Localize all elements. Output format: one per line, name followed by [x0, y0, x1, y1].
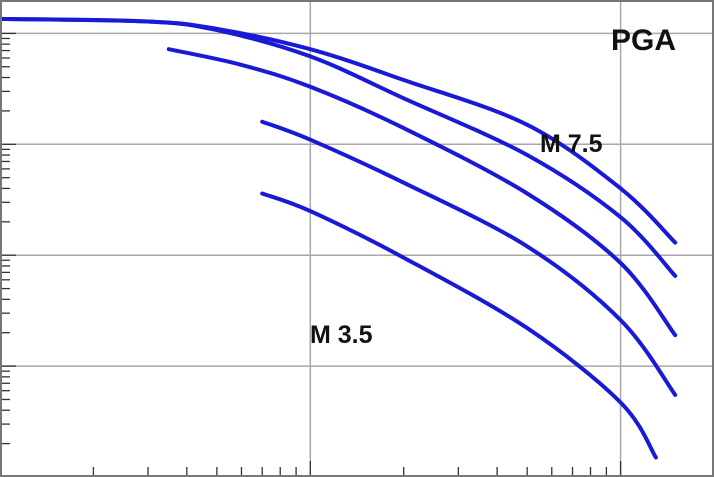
series-line-5 — [260, 191, 658, 460]
series-line-4 — [260, 119, 678, 397]
series-lines — [0, 16, 678, 460]
chart-title: PGA — [611, 24, 676, 57]
annotation-m35: M 3.5 — [310, 321, 373, 349]
series-line-3 — [166, 47, 678, 338]
series-line-2 — [0, 16, 678, 278]
annotation-m75: M 7.5 — [540, 130, 603, 158]
